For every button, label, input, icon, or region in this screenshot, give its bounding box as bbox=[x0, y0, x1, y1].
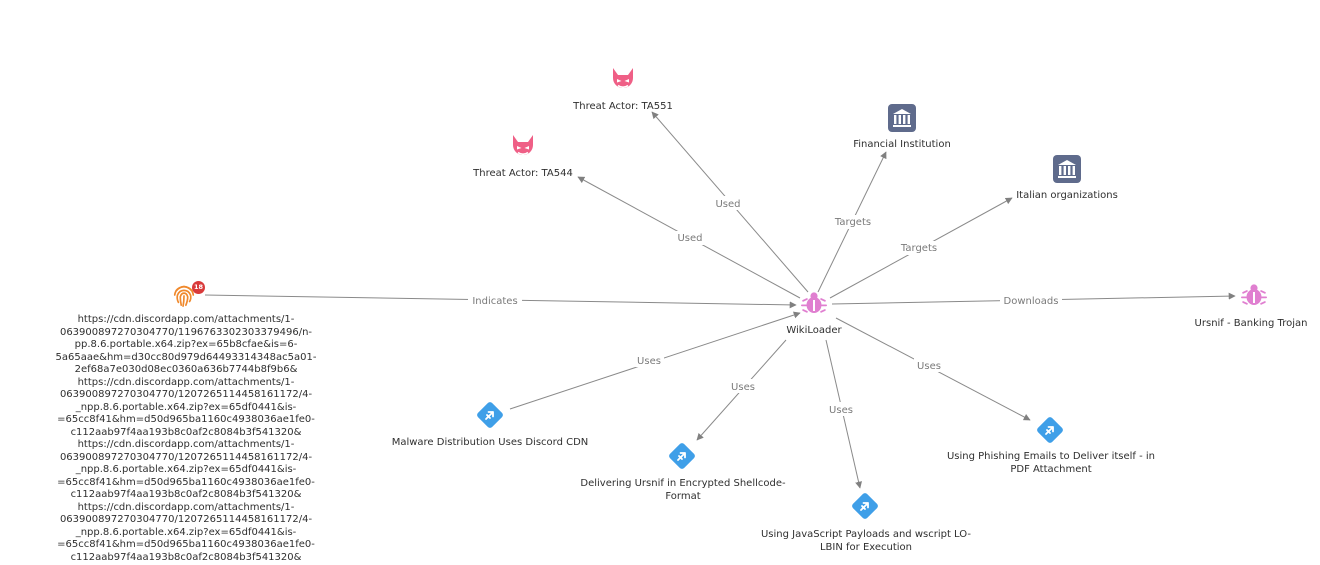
edge-label-indicates: Indicates bbox=[472, 296, 517, 307]
edge-label-uses: Uses bbox=[731, 382, 755, 393]
edge-label-targets: Targets bbox=[834, 217, 871, 228]
node-label: Ursnif - Banking Trojan bbox=[1194, 318, 1308, 329]
malware-bug-icon bbox=[801, 292, 827, 313]
node-label: Threat Actor: TA544 bbox=[473, 168, 573, 179]
bank-building-icon bbox=[888, 104, 916, 132]
technique-icon bbox=[1037, 417, 1063, 443]
edge-label-used: Used bbox=[715, 199, 740, 210]
edge-label-downloads: Downloads bbox=[1004, 296, 1059, 307]
node-label: Italian organizations bbox=[1016, 190, 1118, 201]
fingerprint-icon bbox=[173, 285, 195, 307]
node-label: Malware Distribution Uses Discord CDN bbox=[391, 437, 589, 448]
technique-icon bbox=[669, 443, 695, 469]
technique-icon bbox=[852, 493, 878, 519]
edge-label-used: Used bbox=[677, 233, 702, 244]
node-label: https://cdn.discordapp.com/attachments/1… bbox=[55, 314, 317, 563]
node-label: Threat Actor: TA551 bbox=[573, 101, 673, 112]
malware-bug-icon bbox=[1241, 284, 1267, 305]
edge-label-uses: Uses bbox=[637, 356, 661, 367]
edge-label-uses: Uses bbox=[829, 405, 853, 416]
devil-icon bbox=[513, 135, 533, 156]
bank-building-icon bbox=[1053, 155, 1081, 183]
edge-label-targets: Targets bbox=[900, 243, 937, 254]
node-label: Delivering Ursnif in Encrypted Shellcode… bbox=[580, 478, 786, 502]
technique-icon bbox=[477, 402, 503, 428]
node-label: Using Phishing Emails to Deliver itself … bbox=[946, 451, 1156, 475]
node-label: Using JavaScript Payloads and wscript LO… bbox=[760, 529, 972, 553]
node-label: WikiLoader bbox=[786, 325, 842, 336]
devil-icon bbox=[613, 68, 633, 89]
node-label: Financial Institution bbox=[853, 139, 951, 150]
count-badge: 18 bbox=[192, 281, 205, 294]
edge-label-uses: Uses bbox=[917, 361, 941, 372]
